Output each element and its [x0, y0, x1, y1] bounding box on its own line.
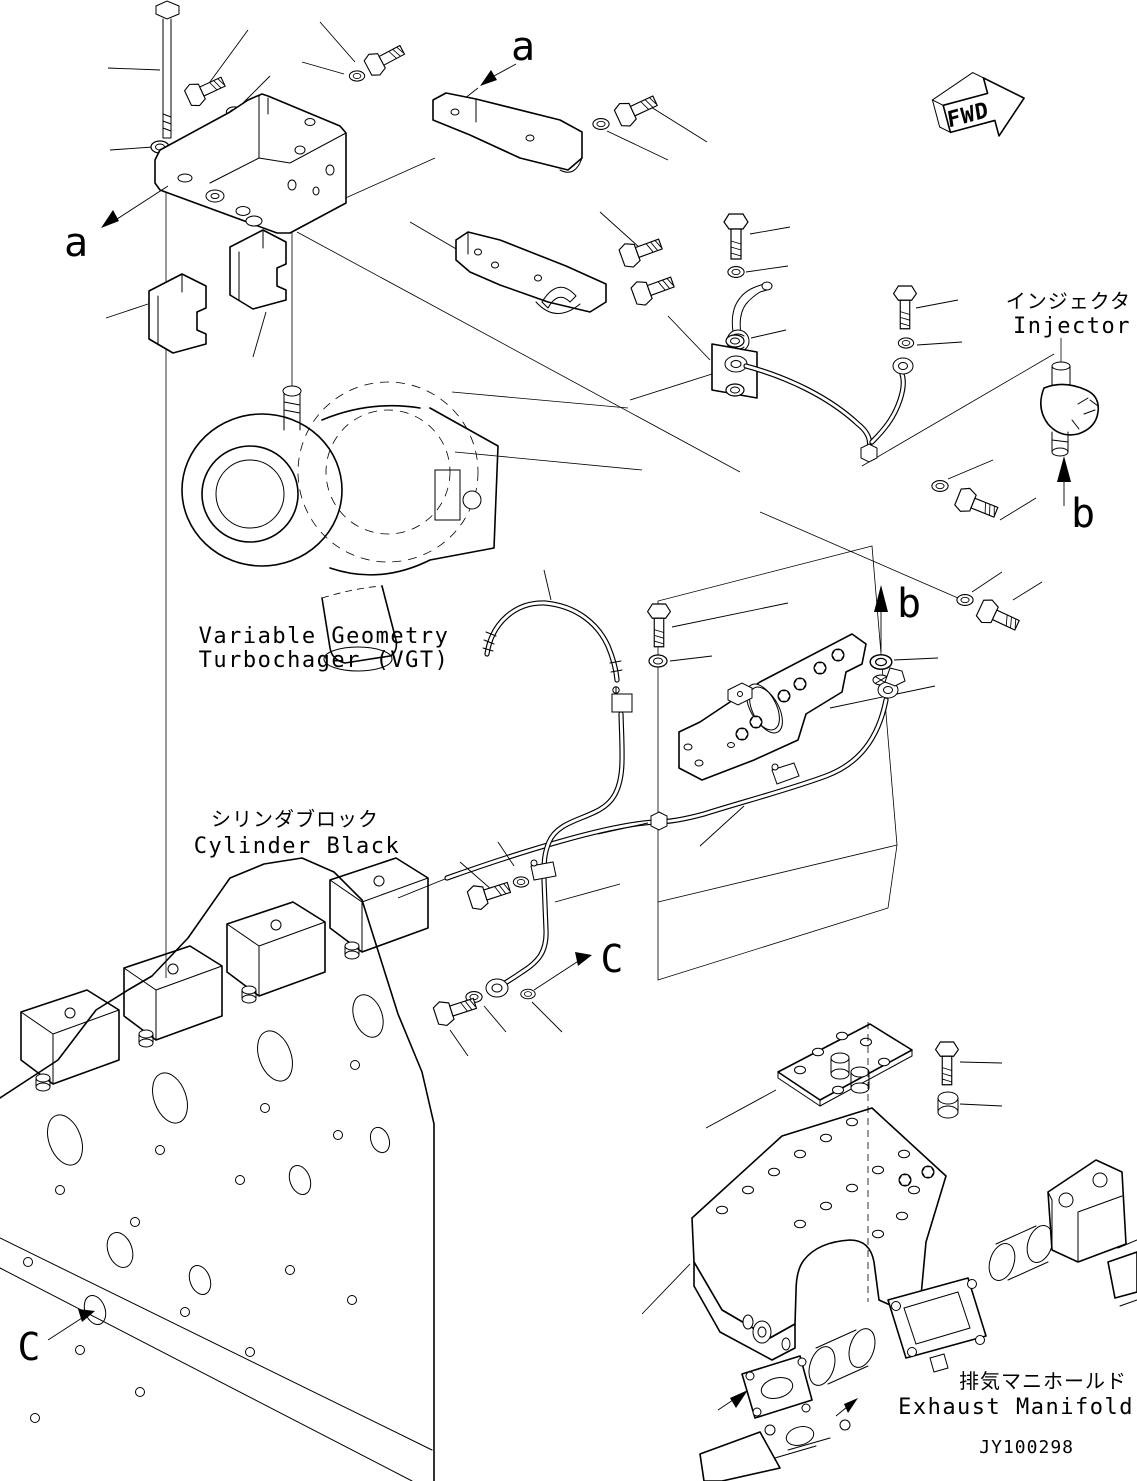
long-stud	[107, 0, 180, 154]
cylinder-block: シリンダブロック Cylinder Black	[0, 807, 435, 1481]
view-arrow-a-top: a	[454, 24, 535, 107]
injector-pipe-assembly	[629, 213, 1037, 525]
injector: インジェクタ Injector	[1006, 289, 1131, 457]
block-bolt-holes	[23, 1060, 360, 1423]
mounting-bracket-3	[409, 211, 711, 361]
injector-label-en: Injector	[1013, 314, 1131, 339]
channel-clamp-1	[105, 273, 207, 354]
cylinder-block-label-ja: シリンダブロック	[211, 807, 379, 831]
exhaust-manifold: 排気マニホールド Exhaust Manifold	[699, 1159, 1137, 1481]
heat-shield-small-plate	[705, 1023, 913, 1129]
drain-tube	[431, 711, 625, 1057]
view-arrow-b-mid: b	[869, 571, 1043, 686]
bolt-and-washer-topleft	[182, 29, 271, 118]
exhaust-manifold-label-en: Exhaust Manifold	[898, 1395, 1134, 1420]
heat-shield-main-plate	[641, 1022, 947, 1361]
injector-label-ja: インジェクタ	[1006, 289, 1131, 313]
view-label-c-mid: C	[601, 937, 624, 981]
plate-bolt-and-washer	[647, 602, 789, 668]
vgt-turbocharger: Variable Geometry Turbochager (VGT)	[181, 381, 499, 673]
shield-bolt-and-sleeve	[935, 1041, 1003, 1119]
oil-pipe-assembly	[397, 667, 906, 899]
view-label-c-bottom: C	[18, 1325, 41, 1369]
bolt-and-washer-bracket2	[592, 88, 708, 161]
view-arrow-b-injector: b	[1057, 456, 1095, 537]
view-label-b-injector: b	[1071, 491, 1095, 537]
spacer-bushings	[830, 1052, 870, 1094]
view-label-a-top: a	[511, 24, 535, 70]
central-mounting-plate	[678, 633, 936, 781]
drawing-number: JY100298	[979, 1437, 1074, 1458]
view-arrow-a-left: a	[64, 185, 169, 266]
bolt-and-washer-topcenter	[301, 21, 409, 82]
exhaust-manifold-label-ja: 排気マニホールド	[959, 1369, 1127, 1393]
channel-clamp-2	[229, 229, 287, 358]
vgt-label-line2: Turbochager (VGT)	[199, 648, 450, 673]
breather-hose	[482, 569, 633, 713]
fwd-direction-marker: FWD	[931, 71, 1025, 137]
mounting-bracket-2	[432, 92, 583, 173]
mounting-bracket-1	[154, 93, 347, 234]
view-arrow-c-mid: C	[533, 937, 624, 991]
cylinder-block-label-en: Cylinder Black	[194, 834, 400, 859]
view-arrow-c-bottom: C	[18, 1309, 95, 1369]
rocker-bosses	[35, 941, 360, 1092]
view-label-a-left: a	[64, 220, 88, 266]
vgt-label-line1: Variable Geometry	[199, 624, 450, 649]
view-label-b-mid: b	[897, 581, 921, 627]
